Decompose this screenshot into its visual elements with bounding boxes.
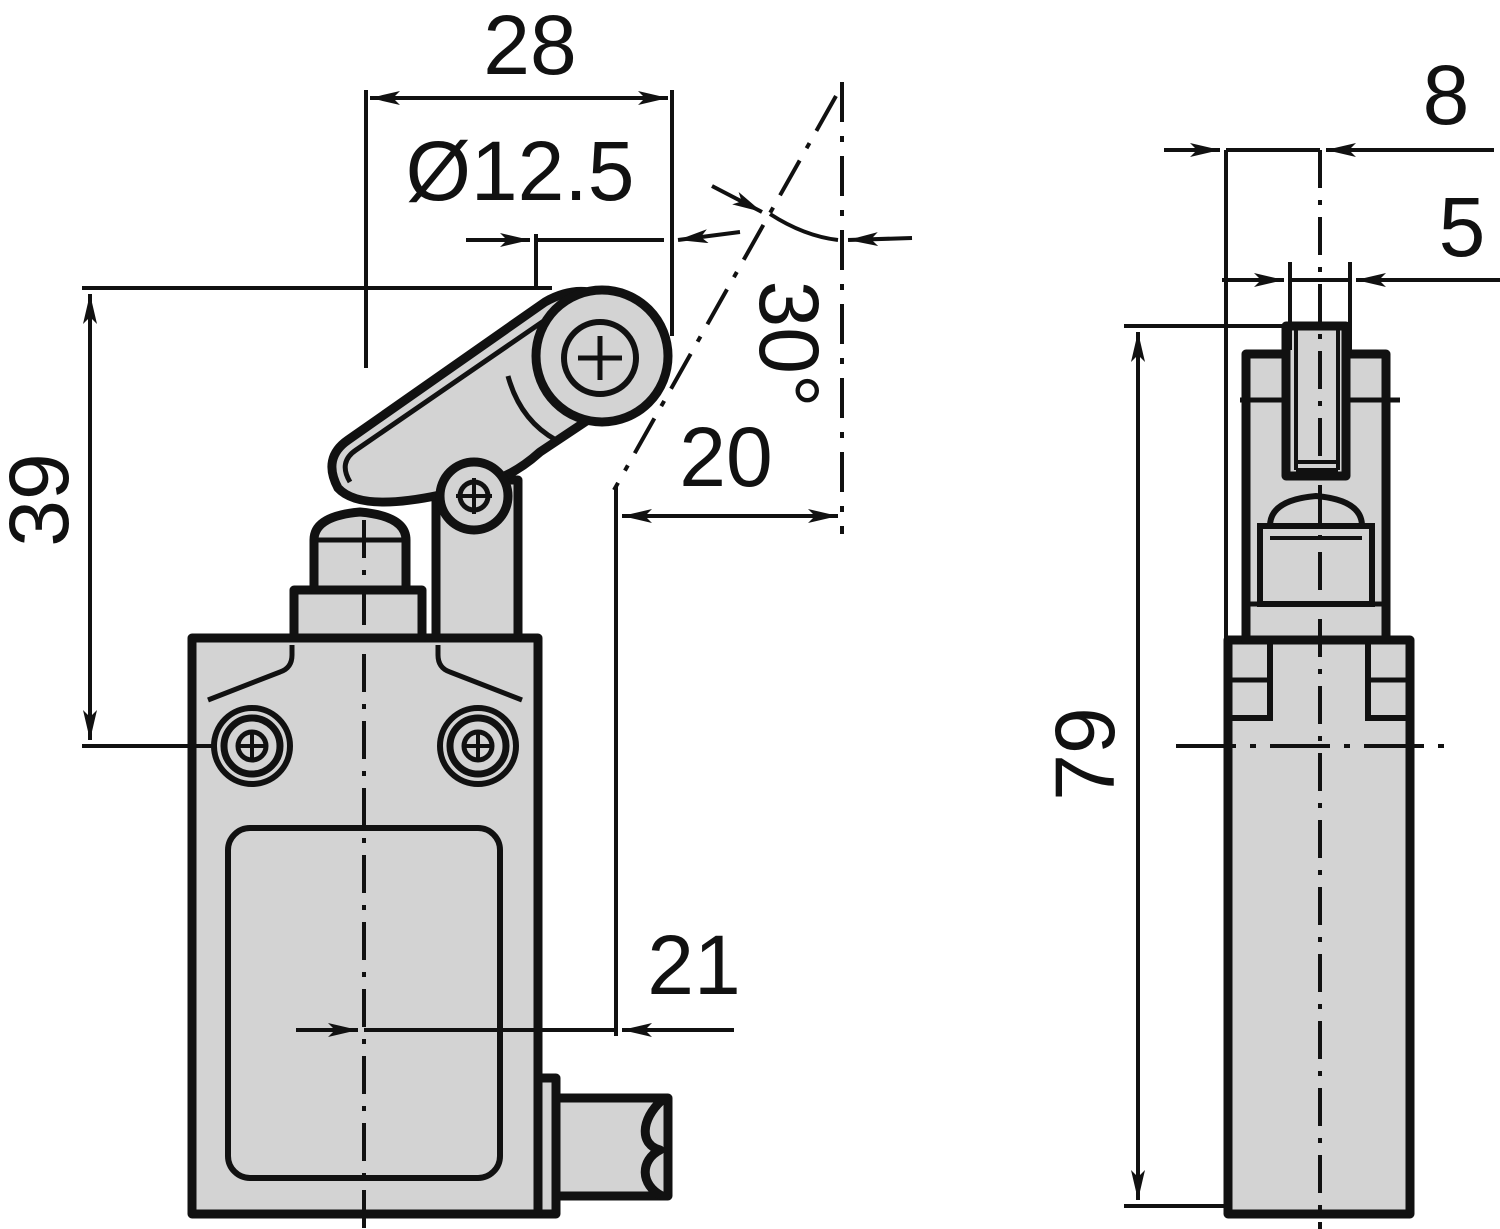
dimension-roller-diameter: Ø12.5	[406, 124, 741, 290]
dimension-5: 5	[1222, 180, 1500, 287]
dimension-39: 39	[0, 286, 552, 748]
dimension-28: 28	[364, 0, 674, 368]
dimension-21-label: 21	[647, 918, 740, 1012]
front-view: 28 Ø12.5 30° 20	[0, 0, 913, 1229]
plunger	[309, 507, 411, 595]
dimension-39-label: 39	[0, 453, 86, 546]
dimension-30-angle: 30°	[612, 82, 913, 534]
dimension-8-label: 8	[1423, 48, 1470, 142]
dimension-21: 21	[296, 918, 741, 1037]
head-base	[289, 585, 427, 643]
mounting-screw-right	[437, 705, 519, 787]
dimension-20-label: 20	[679, 410, 772, 504]
pivot-screw	[435, 457, 513, 535]
dimension-20: 20	[614, 410, 838, 1036]
dimension-28-label: 28	[483, 0, 576, 92]
dimension-79: 79	[1038, 324, 1290, 1208]
dimension-5-label: 5	[1439, 180, 1486, 274]
dimension-roller-diameter-label: Ø12.5	[406, 124, 635, 218]
side-view: 8 5 79	[1038, 48, 1500, 1229]
dimension-30-angle-label: 30°	[742, 280, 836, 407]
mounting-screw-left	[211, 705, 293, 787]
side-housing	[1223, 635, 1415, 1219]
dimension-8: 8	[1164, 48, 1494, 157]
roller-wheel	[531, 285, 673, 427]
cable	[525, 1073, 673, 1219]
dimension-79-label: 79	[1038, 707, 1132, 800]
